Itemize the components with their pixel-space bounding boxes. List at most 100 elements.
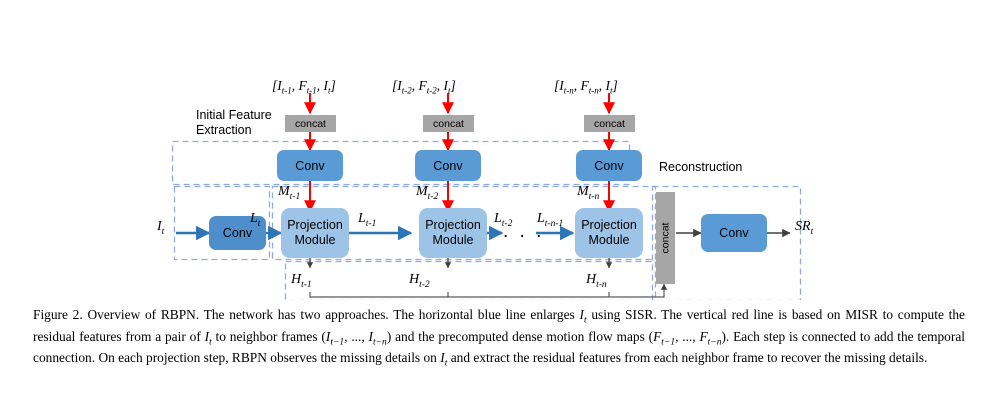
edge-label-L-t1: Lt-1 [358,211,376,229]
lt-base: L [250,211,258,226]
cap-r21: and extract the residual features from e… [447,350,928,366]
h2-sub: t-2 [419,279,430,290]
ellipsis-separator: . . . [503,221,545,242]
cap-r16: F [699,328,708,344]
edge-label-M-tn: Mt-n [577,184,599,202]
proj1-line1: Projection [287,217,343,232]
cap-r5: t [209,337,212,348]
bracket2-p0: [I [392,78,402,93]
edge-label-M-t2: Mt-2 [416,184,438,202]
projection-module-n[interactable]: Projection Module [575,208,643,258]
input-It-base: I [157,219,162,234]
projection-module-1[interactable]: Projection Module [281,208,349,258]
bracket3-p4: , I [598,78,610,93]
lt1-sub: t-1 [365,218,377,229]
edge-label-M-t1: Mt-1 [278,184,300,202]
bracket1-p6: ] [330,78,336,93]
bracket1-p0: [I [272,78,282,93]
input-bracket-1: [It-1, Ft-1, It] [272,78,336,96]
bracket2-p2: , F [411,78,427,93]
ltn1-sub: t-n-1 [544,218,564,229]
srt-base: SR [795,219,811,234]
concat-box-3[interactable]: concat [584,115,635,132]
conv-box-reconstruction[interactable]: Conv [701,214,767,252]
cap-r11: t−n [373,337,387,348]
projection-chain-boundary [271,185,657,261]
edge-label-L-tn1: Lt-n-1 [537,211,563,229]
bracket2-p6: ] [450,78,456,93]
conv-box-3[interactable]: Conv [576,150,642,181]
srt-sub: t [810,226,814,237]
sisr-conv-boundary [173,185,271,261]
bracket3-p5: t [610,85,613,96]
bracket3-p2: , F [573,78,589,93]
cap-r1: I [579,307,584,322]
lt1-base: L [358,211,366,226]
reconstruction-boundary [651,185,802,300]
h1-sub: t-1 [301,279,312,290]
cap-r0: Figure 2. Overview of RBPN. The network … [33,307,580,322]
cap-r3: using SISR. The vertical red line is bas… [33,307,965,344]
m2-sub: t-2 [427,191,439,202]
bracket3-p3: t-n [588,85,599,96]
temporal-connection-boundary [284,260,657,300]
cap-r18: ). Each step is connected to add the tem… [33,328,966,366]
concat-bar-vertical[interactable]: concat [656,192,675,284]
cap-r12: ) and the precomputed dense motion flow … [386,328,654,344]
cap-r15: , ..., [675,328,700,344]
cap-r10: I [368,328,373,344]
cap-r19: I [440,350,445,366]
input-bracket-3: [It-n, Ft-n, It] [554,78,618,96]
concat-bar-label: concat [659,222,672,254]
mn-base: M [577,184,589,199]
edge-label-L-t: Lt [250,211,260,229]
bracket3-p6: ] [612,78,618,93]
cap-r8: t−1 [330,337,345,348]
figure-diagram: Initial Feature Extraction Reconstructio… [157,78,813,300]
h1-base: H [291,272,302,287]
output-label-SRt: SRt [795,219,813,237]
conv-box-2[interactable]: Conv [415,150,481,181]
bracket3-p0: [I [554,78,564,93]
cap-r13: F [653,328,662,344]
h2-base: H [409,272,420,287]
bracket1-p5: t [328,85,331,96]
initial-feature-extraction-boundary [171,140,631,186]
bracket3-p1: t-n [563,85,574,96]
bracket1-p2: , F [291,78,307,93]
bracket2-p1: t-2 [401,85,412,96]
conv-box-sisr[interactable]: Conv [209,216,266,250]
h-bus-collector-line [309,283,668,298]
projection-module-2[interactable]: Projection Module [419,208,487,258]
bracket2-p5: t [448,85,451,96]
projn-line1: Projection [581,217,637,232]
edge-label-L-t2: Lt-2 [494,211,512,229]
mn-sub: t-n [588,191,600,202]
ife-label-line2: Extraction [196,123,252,138]
proj2-line2: Module [432,233,474,247]
hn-sub: t-n [596,279,607,290]
m2-base: M [416,184,428,199]
cap-r6: to neighbor frames ( [211,328,326,344]
m1-sub: t-1 [289,191,301,202]
edge-label-H-t1: Ht-1 [291,272,312,290]
cap-r9: , ..., [344,328,369,344]
hn-base: H [586,272,597,287]
cap-r14: t−1 [661,337,676,348]
bracket1-p1: t-1 [281,85,292,96]
ltn1-base: L [537,211,545,226]
cap-r17: t−n [707,337,722,348]
conv-box-1[interactable]: Conv [277,150,343,181]
projn-line2: Module [588,233,630,247]
reconstruction-label: Reconstruction [659,160,743,174]
proj1-line2: Module [294,233,336,247]
edge-label-H-t2: Ht-2 [409,272,430,290]
lt2-sub: t-2 [501,218,513,229]
bracket2-p4: , I [436,78,448,93]
cap-r20: t [444,358,448,369]
concat-box-1[interactable]: concat [285,115,336,132]
cap-r7: I [325,328,331,344]
lt-sub: t [257,218,261,229]
concat-box-2[interactable]: concat [423,115,474,132]
edge-label-H-tn: Ht-n [586,272,607,290]
